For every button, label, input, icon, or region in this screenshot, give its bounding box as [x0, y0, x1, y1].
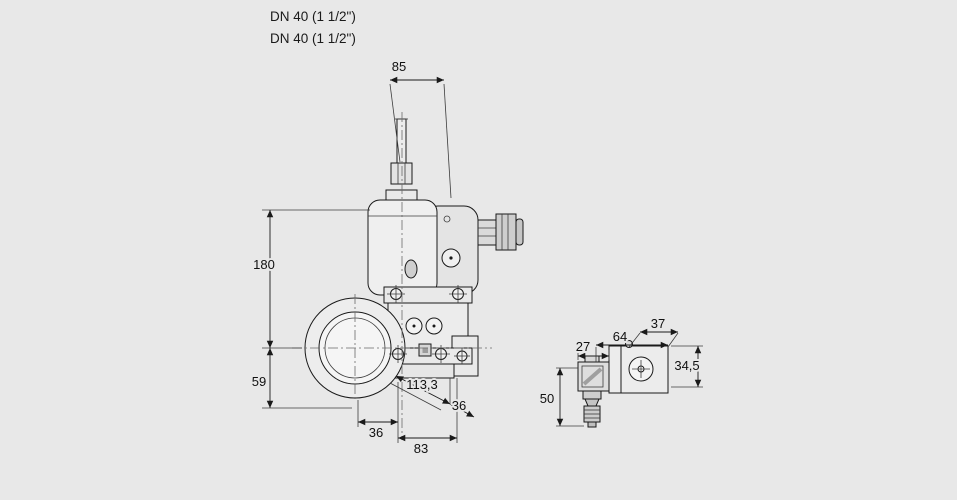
variant-labels: DN 40 (1 1/2") DN 40 (1 1/2")	[270, 6, 356, 50]
solenoid-detail-view: 27 64 37 34,5	[538, 314, 703, 428]
variant-label-1: DN 40 (1 1/2")	[270, 9, 356, 24]
valve-stem	[396, 118, 407, 167]
dim-83-label: 83	[414, 441, 428, 456]
dimension-34-5: 34,5	[671, 345, 703, 388]
stem-nut	[390, 162, 413, 185]
dimension-64: 64	[595, 327, 668, 362]
dim-36-right-label: 36	[452, 398, 466, 413]
dimension-50: 50	[538, 367, 584, 427]
coil-connector	[477, 213, 524, 251]
main-valve-view	[292, 112, 524, 440]
dim-64-label: 64	[613, 329, 627, 344]
dimension-113-3: 113,3	[389, 375, 451, 411]
dim-85-label: 85	[392, 59, 406, 74]
dim-50-label: 50	[540, 391, 554, 406]
dimension-180: 180	[251, 209, 370, 349]
dim-59-label: 59	[252, 374, 266, 389]
main-view-dimensions: 85 180 59 36 83	[250, 57, 475, 458]
actuator-dome	[367, 199, 438, 296]
dimension-27: 27	[574, 337, 610, 360]
variant-label-2: DN 40 (1 1/2")	[270, 31, 356, 46]
dim-37-label: 37	[651, 316, 665, 331]
dim-180-label: 180	[253, 257, 275, 272]
dimension-37: 37	[628, 314, 679, 348]
dim-113-3-label: 113,3	[406, 377, 438, 392]
dim-27-label: 27	[576, 339, 590, 354]
dimension-36-left: 36	[357, 382, 399, 443]
dimension-59: 59	[250, 348, 352, 409]
bolt-marks	[387, 285, 470, 364]
dimension-36-right: 36	[450, 396, 475, 418]
dimension-85: 85	[389, 57, 452, 199]
dome-port	[404, 259, 418, 279]
dim-34-5-label: 34,5	[674, 358, 699, 373]
dim-36-left-label: 36	[369, 425, 383, 440]
cable-gland	[582, 390, 602, 428]
